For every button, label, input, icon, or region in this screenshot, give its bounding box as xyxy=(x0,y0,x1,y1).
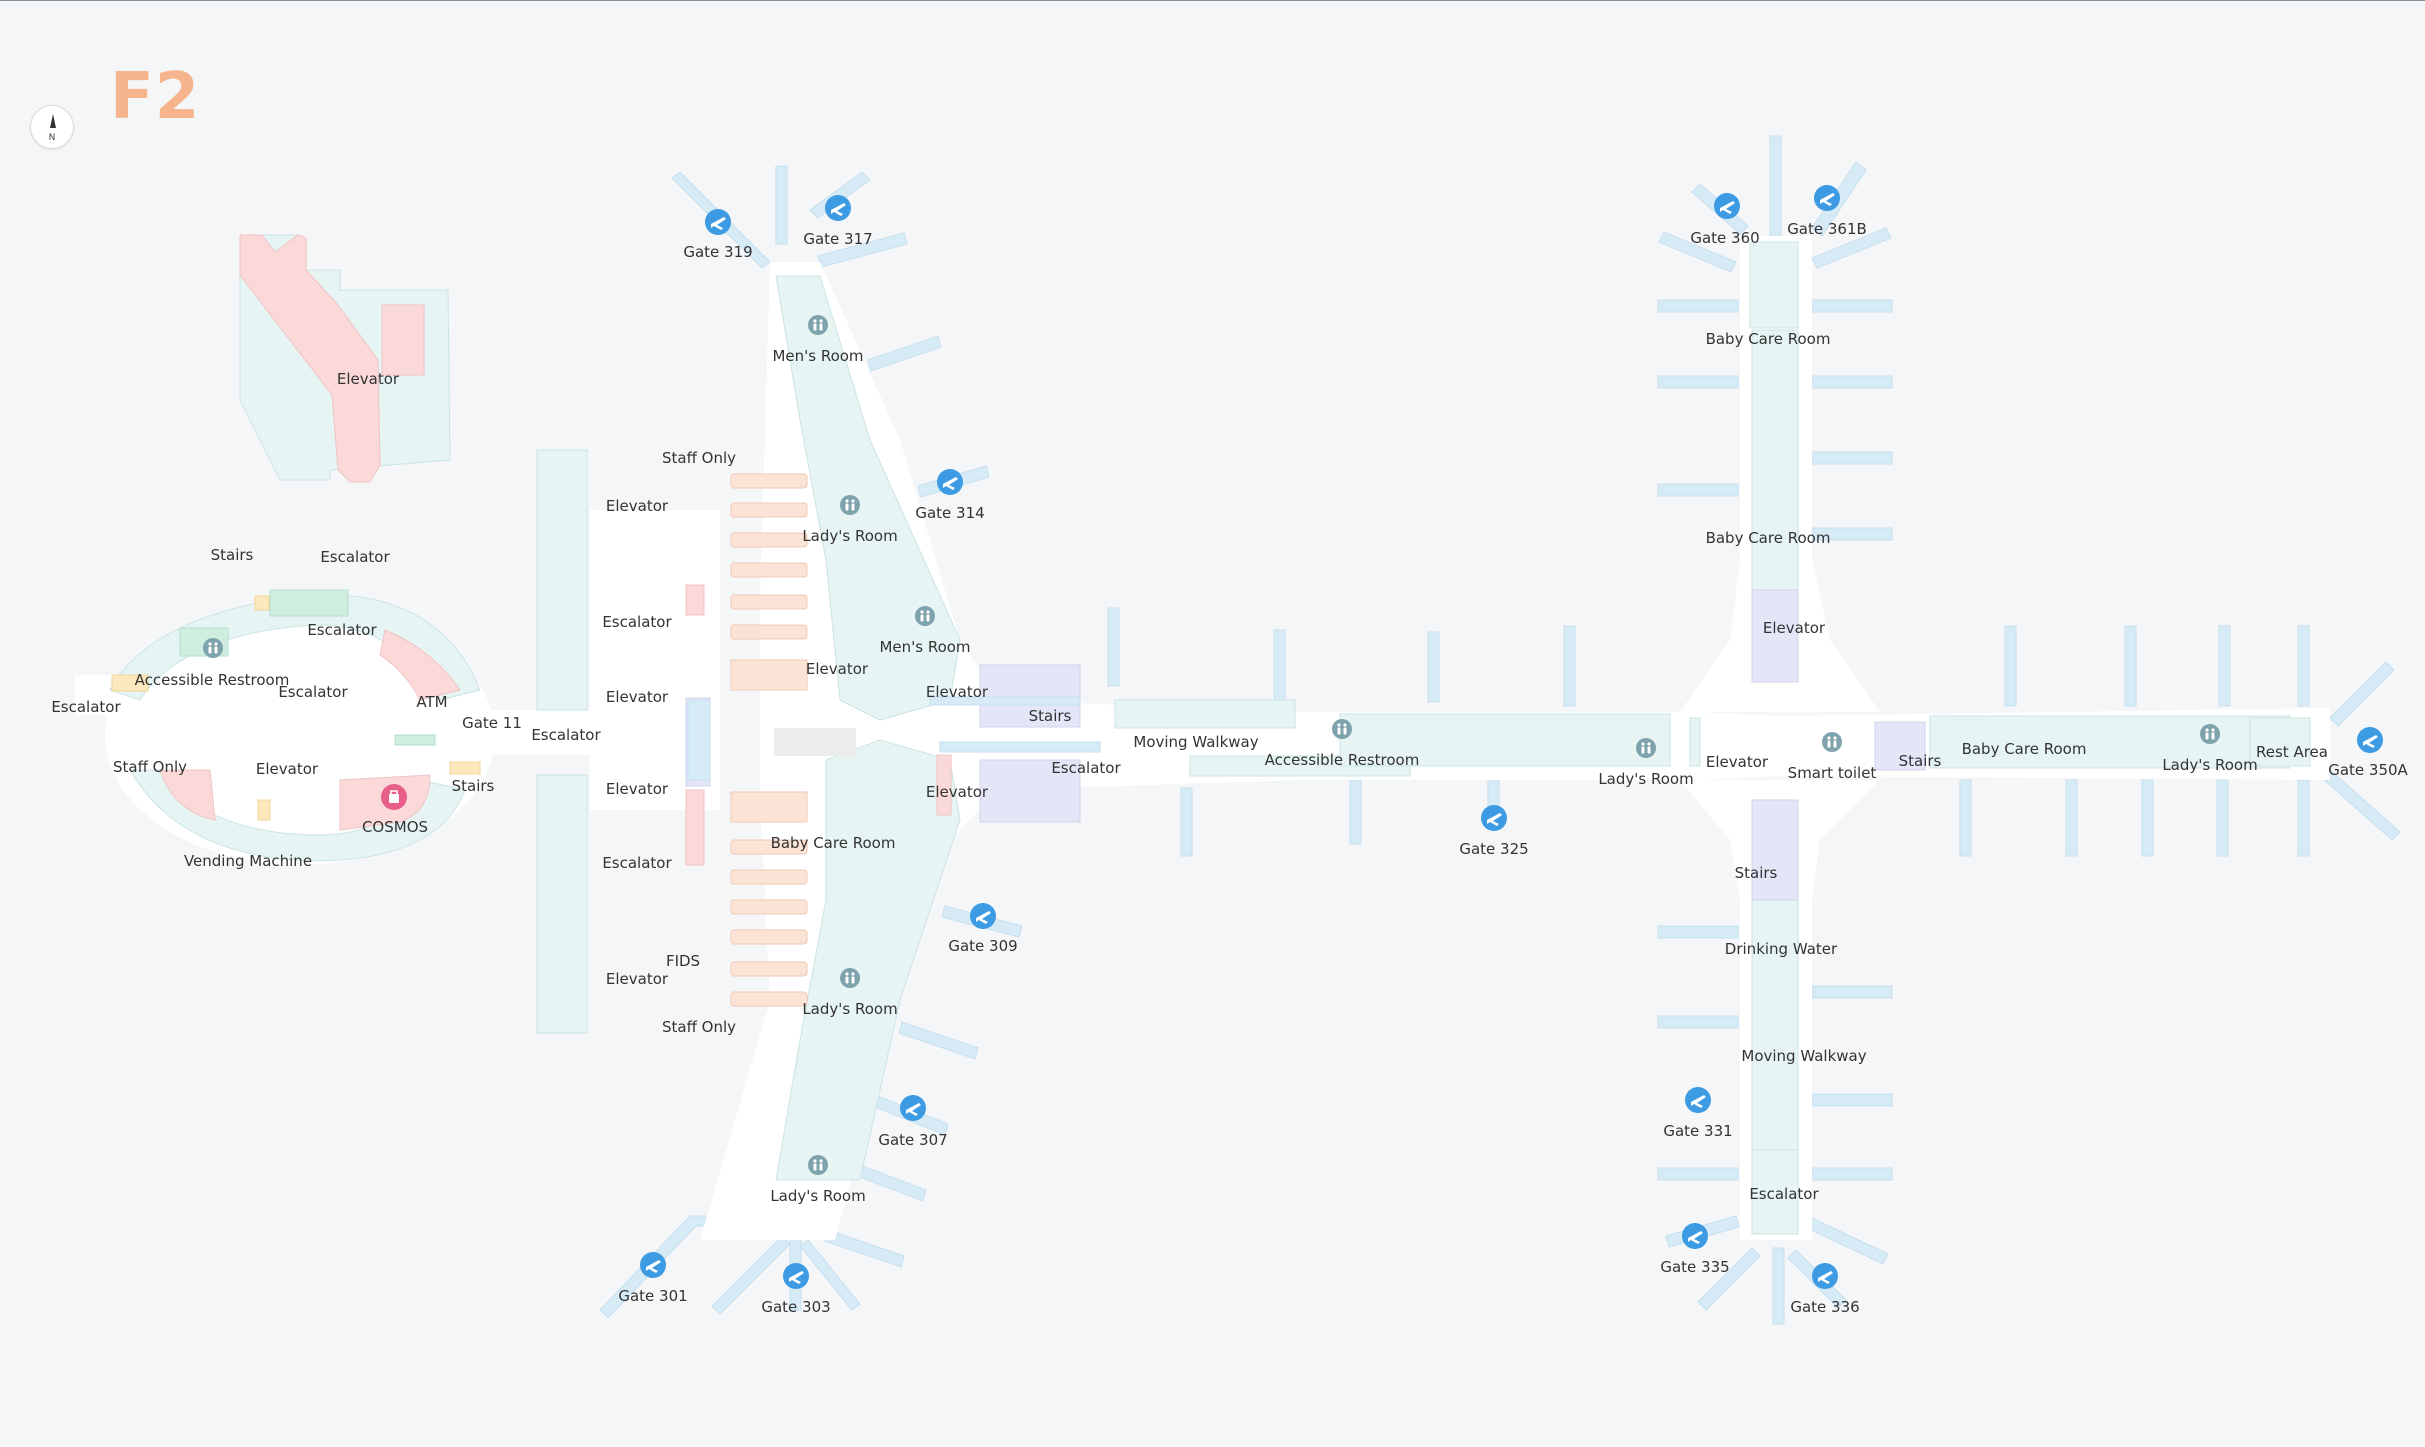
smart-toilet-label: Smart toilet xyxy=(1788,764,1877,782)
ladys-room-label: Lady's Room xyxy=(770,1187,865,1205)
gate-309-label[interactable]: Gate 309 xyxy=(948,937,1017,955)
fids-label: FIDS xyxy=(666,952,700,970)
info-block xyxy=(774,728,856,756)
gate-335-label[interactable]: Gate 335 xyxy=(1660,1258,1729,1276)
shops xyxy=(159,234,952,866)
ladys-room-label: Lady's Room xyxy=(1598,770,1693,788)
escalator-label: Escalator xyxy=(51,698,121,716)
mens-room-label: Men's Room xyxy=(772,347,863,365)
gate-325-label[interactable]: Gate 325 xyxy=(1459,840,1528,858)
gate-336-label[interactable]: Gate 336 xyxy=(1790,1298,1859,1316)
floor-indicator: F2 xyxy=(110,60,201,134)
compass-needle xyxy=(50,114,56,128)
elevator-label: Elevator xyxy=(337,370,400,388)
gate-301-label[interactable]: Gate 301 xyxy=(618,1287,687,1305)
elevator-label: Elevator xyxy=(256,760,319,778)
baby-care-room-label: Baby Care Room xyxy=(771,834,896,852)
stairs-label: Stairs xyxy=(211,546,254,564)
vending-machine-label: Vending Machine xyxy=(184,852,312,870)
map-labels: Elevator Stairs Escalator Escalator Acce… xyxy=(51,220,2408,1316)
elevator-label: Elevator xyxy=(806,660,869,678)
gate-350a-label[interactable]: Gate 350A xyxy=(2328,761,2408,779)
accessible-restroom-label: Accessible Restroom xyxy=(135,671,290,689)
moving-walkway-label: Moving Walkway xyxy=(1133,733,1258,751)
escalator-label: Escalator xyxy=(278,683,348,701)
elevator-label: Elevator xyxy=(606,497,669,515)
gate-303-label[interactable]: Gate 303 xyxy=(761,1298,830,1316)
elevator-label: Elevator xyxy=(1706,753,1769,771)
baby-care-room-label: Baby Care Room xyxy=(1706,330,1831,348)
gate-361b-label[interactable]: Gate 361B xyxy=(1787,220,1867,238)
top-border xyxy=(0,0,2425,1)
staff-only-label: Staff Only xyxy=(113,758,187,776)
rest-area-label: Rest Area xyxy=(2256,743,2328,761)
compass-north-label: N xyxy=(48,133,56,143)
accessible-restroom-label: Accessible Restroom xyxy=(1265,751,1420,769)
zones xyxy=(109,234,2311,1235)
mens-room-label: Men's Room xyxy=(879,638,970,656)
escalator-label: Escalator xyxy=(602,854,672,872)
gate-317-label[interactable]: Gate 317 xyxy=(803,230,872,248)
stairs-label: Stairs xyxy=(1899,752,1942,770)
gate-11-label: Gate 11 xyxy=(462,714,522,732)
drinking-water-label: Drinking Water xyxy=(1725,940,1838,958)
shopping-bag-icon[interactable] xyxy=(381,784,407,810)
stairs-label: Stairs xyxy=(1735,864,1778,882)
staff-only-label: Staff Only xyxy=(662,1018,736,1036)
escalator-label: Escalator xyxy=(1749,1185,1819,1203)
staff-only-label: Staff Only xyxy=(662,449,736,467)
escalator-label: Escalator xyxy=(531,726,601,744)
escalator-label: Escalator xyxy=(1051,759,1121,777)
ladys-room-label: Lady's Room xyxy=(802,1000,897,1018)
atm-label: ATM xyxy=(416,693,447,711)
elevator-label: Elevator xyxy=(926,683,989,701)
moving-walkway-label: Moving Walkway xyxy=(1741,1047,1866,1065)
gate-314-label[interactable]: Gate 314 xyxy=(915,504,984,522)
yellow-tiles xyxy=(111,595,481,821)
escalator-label: Escalator xyxy=(602,613,672,631)
stairs-label: Stairs xyxy=(452,777,495,795)
baby-care-room-label: Baby Care Room xyxy=(1706,529,1831,547)
elevator-label: Elevator xyxy=(606,970,669,988)
elevator-label: Elevator xyxy=(926,783,989,801)
compass-icon[interactable]: N xyxy=(30,105,74,149)
elevator-label: Elevator xyxy=(1763,619,1826,637)
gate-319-label[interactable]: Gate 319 xyxy=(683,243,752,261)
ladys-room-label: Lady's Room xyxy=(2162,756,2257,774)
escalator-label: Escalator xyxy=(307,621,377,639)
baby-care-room-label: Baby Care Room xyxy=(1962,740,2087,758)
cosmos-label: COSMOS xyxy=(362,818,428,836)
blue-zones xyxy=(687,696,1101,781)
elevator-label: Elevator xyxy=(606,688,669,706)
gate-360-label[interactable]: Gate 360 xyxy=(1690,229,1759,247)
elevator-label: Elevator xyxy=(606,780,669,798)
escalator-label: Escalator xyxy=(320,548,390,566)
stairs-label: Stairs xyxy=(1029,707,1072,725)
gate-331-label[interactable]: Gate 331 xyxy=(1663,1122,1732,1140)
gate-307-label[interactable]: Gate 307 xyxy=(878,1131,947,1149)
ladys-room-label: Lady's Room xyxy=(802,527,897,545)
staff-rooms xyxy=(730,473,808,1007)
